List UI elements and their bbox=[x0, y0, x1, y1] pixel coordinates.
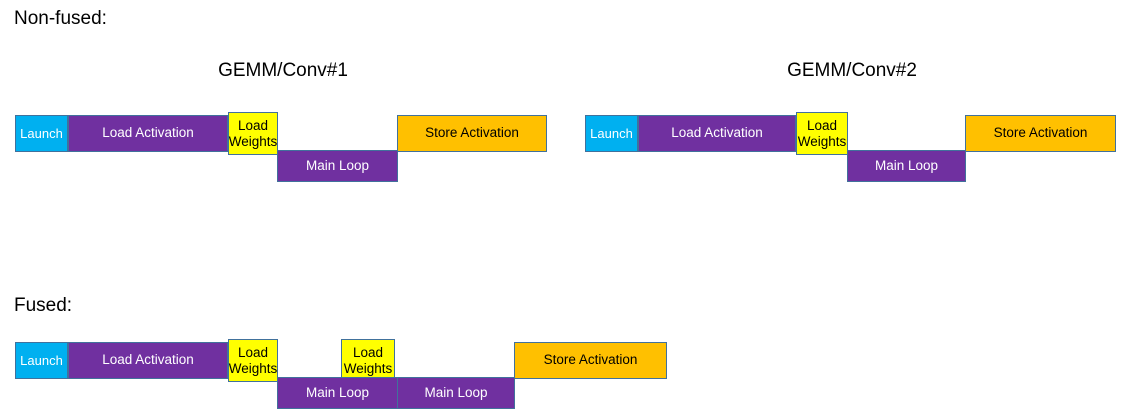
bar-gemm-conv-1-load-activation: Load Activation bbox=[68, 115, 228, 152]
bar-gemm-conv-2-store-activation: Store Activation bbox=[965, 115, 1116, 152]
bar-fused-timeline-load-weights-2: Load Weights bbox=[341, 339, 395, 382]
bar-fused-timeline-load-weights-1: Load Weights bbox=[228, 339, 278, 382]
bar-gemm-conv-2-launch: Launch bbox=[585, 115, 638, 152]
bar-fused-timeline-main-loop-1: Main Loop bbox=[277, 377, 398, 409]
group-title-gemm-conv-2: GEMM/Conv#2 bbox=[787, 60, 917, 81]
group-title-gemm-conv-1: GEMM/Conv#1 bbox=[218, 60, 348, 81]
bar-fused-timeline-store-activation: Store Activation bbox=[514, 342, 667, 379]
bar-gemm-conv-1-main-loop: Main Loop bbox=[277, 150, 398, 182]
bar-gemm-conv-1-launch: Launch bbox=[15, 115, 68, 152]
bar-fused-timeline-launch: Launch bbox=[15, 342, 68, 379]
bar-gemm-conv-2-main-loop: Main Loop bbox=[847, 150, 966, 182]
bar-gemm-conv-2-load-weights: Load Weights bbox=[796, 112, 848, 155]
bar-gemm-conv-1-store-activation: Store Activation bbox=[397, 115, 547, 152]
bar-gemm-conv-1-load-weights: Load Weights bbox=[228, 112, 278, 155]
bar-gemm-conv-2-load-activation: Load Activation bbox=[638, 115, 796, 152]
bar-fused-timeline-load-activation: Load Activation bbox=[68, 342, 228, 379]
section-label-non-fused: Non-fused: bbox=[14, 8, 107, 29]
bar-fused-timeline-main-loop-2: Main Loop bbox=[397, 377, 515, 409]
section-label-fused: Fused: bbox=[14, 295, 73, 316]
